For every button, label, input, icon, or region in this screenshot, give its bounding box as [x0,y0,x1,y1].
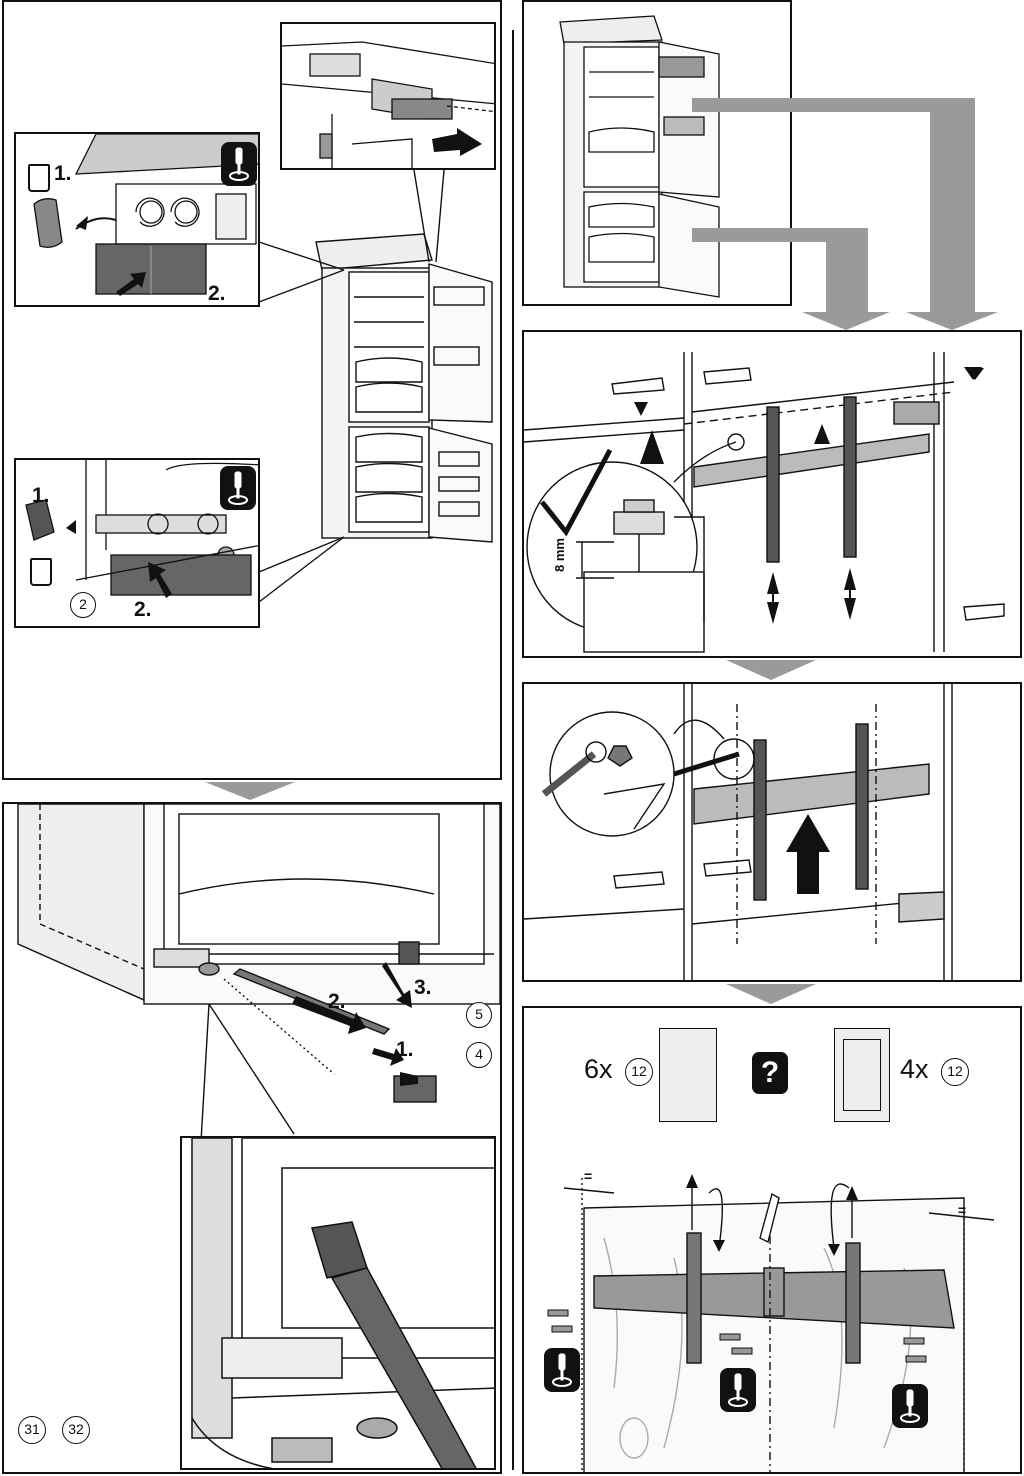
frame-door-icon [834,1028,890,1122]
door-overview-illustration [559,15,720,298]
callout-number: 32 [62,1416,90,1444]
bracket-height-illustration [524,352,1005,653]
dimension-label: = [958,1202,967,1218]
inset-top-hinge: 1. 2. [14,132,260,307]
screwdriver-icon [221,142,257,186]
step-panel-door-mount: 6x 12 ? 4x 12 [522,1006,1022,1474]
plinth-detail-illustration [191,1138,494,1468]
step-label: 1. [32,484,50,507]
screwdriver-icon [892,1384,928,1428]
dimension-label: = [584,1168,593,1184]
callout-number: 31 [18,1416,46,1444]
step-panel-bracket-fix [522,682,1022,982]
step-panel-door-overview [522,0,792,306]
recycle-bin-icon [28,164,50,192]
inset-hinge-cover [280,22,496,170]
step-label: 1. [396,1038,414,1061]
step-label: 1. [54,162,72,185]
bracket-fix-illustration [524,684,953,980]
plinth-illustration [17,804,500,1435]
guide-arrows [692,98,998,330]
step-panel-bracket-height: 8 mm [522,330,1022,658]
callout-number: 5 [466,1002,492,1028]
door-mount-illustration [547,1174,995,1472]
hinge-cover-illustration [282,41,494,168]
step-panel-plinth: 2. 1. 3. 5 4 31 32 [2,802,502,1474]
fridge-illustration [258,169,493,603]
quantity-label: 6x [584,1054,613,1084]
quantity-label: 4x [900,1054,929,1084]
step-label: 3. [414,976,432,999]
bottom-hinge-illustration [25,460,258,598]
callout-number: 12 [625,1058,653,1086]
callout-number: 4 [466,1042,492,1068]
top-hinge-illustration [33,134,258,296]
dimension-label: 8 mm [552,538,567,572]
callout-number: 12 [941,1058,969,1086]
recycle-bin-icon [30,558,52,586]
step-label: 2. [134,598,152,621]
screwdriver-icon [720,1368,756,1412]
step-label: 2. [208,282,226,305]
question-icon: ? [752,1052,788,1094]
column-divider [512,30,514,1470]
inset-bottom-hinge: 1. 2. 2 [14,458,260,628]
screwdriver-icon [544,1348,580,1392]
step-panel-remove-covers: 1. 2. 1. 2. 2 [2,0,502,780]
check-icon [540,448,613,537]
solid-door-icon [659,1028,717,1122]
callout-number: 2 [70,592,96,618]
inset-plinth-detail [180,1136,496,1470]
screwdriver-icon [220,466,256,510]
step-label: 2. [328,990,346,1013]
